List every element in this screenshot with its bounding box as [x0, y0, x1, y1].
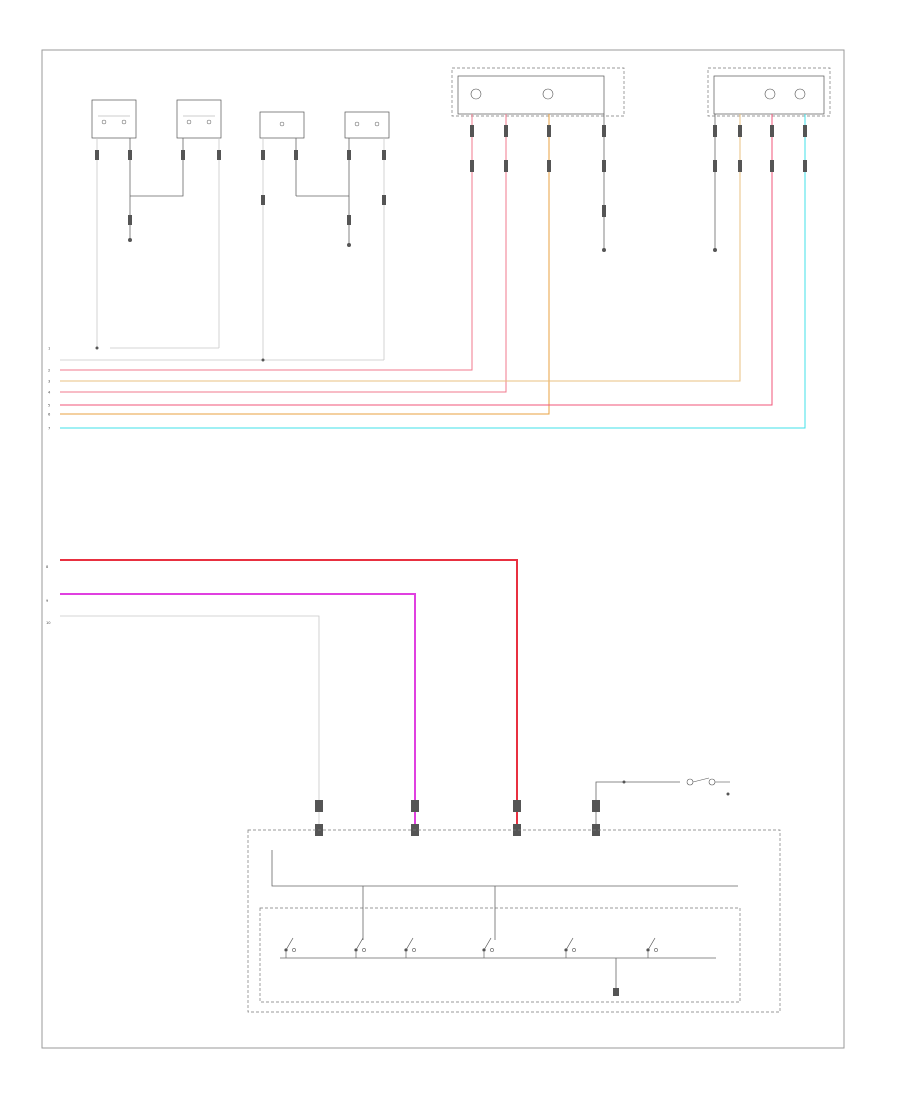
harness-connectors	[470, 125, 807, 252]
bus-pin-4: 4	[48, 391, 51, 395]
top-left-wiring	[60, 138, 385, 361]
component-c4	[344, 111, 390, 139]
component-c2	[176, 99, 222, 139]
switch-1	[284, 937, 296, 958]
lower-pin-10: 10	[46, 621, 51, 625]
bus-pin-1: 1	[48, 347, 50, 351]
switch-5	[564, 937, 576, 958]
bus-pin-5: 5	[48, 404, 50, 408]
lower-pin-8: 8	[46, 565, 49, 569]
switch-module	[247, 829, 781, 1013]
switch-6	[646, 937, 658, 958]
relay-circuit	[592, 777, 730, 836]
top-left-connectors	[95, 150, 386, 362]
switch-3	[404, 937, 416, 958]
bus-pin-3: 3	[48, 380, 50, 384]
harness-box-1	[451, 67, 625, 117]
bus-wire-labels: 1 2 3 4 5 6 7	[48, 347, 51, 431]
component-c1	[91, 99, 137, 139]
bus-pin-7: 7	[48, 427, 50, 431]
switch-4	[482, 937, 494, 958]
bus-pin-2: 2	[48, 369, 50, 373]
switch-group	[284, 937, 658, 958]
harness-box-2	[707, 67, 831, 117]
lower-wires	[60, 559, 521, 836]
bus-pin-6: 6	[48, 413, 51, 417]
component-c3	[259, 111, 305, 139]
switch-2	[354, 937, 366, 958]
harness-wires	[60, 114, 806, 429]
lower-pin-9: 9	[46, 599, 49, 603]
lower-wire-labels: 8 9 10	[46, 565, 51, 625]
diagram-frame	[41, 49, 845, 1049]
